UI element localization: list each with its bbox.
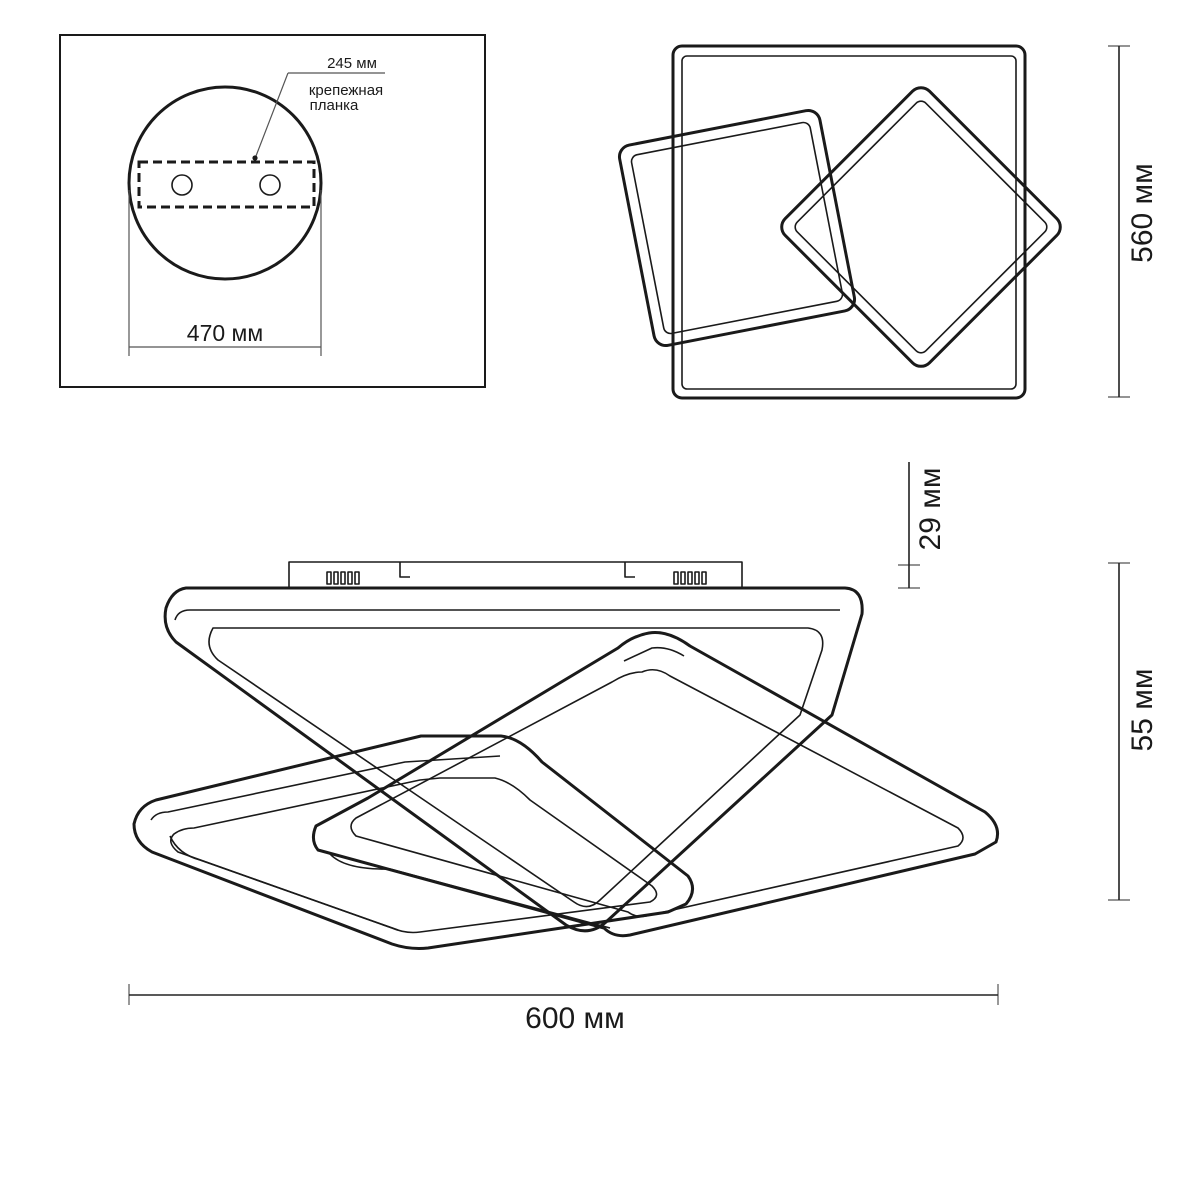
total-height-dimension [1108, 562, 1130, 901]
top-view-height-dimension [1108, 45, 1130, 398]
mounting-hole-right [259, 174, 281, 196]
base-plate-circle [127, 85, 323, 281]
body-height-dimension [898, 462, 920, 589]
total-width-dimension [128, 984, 999, 1005]
base-view-frame [59, 34, 486, 388]
terminal-left [326, 571, 360, 585]
mount-plate-label-line2: планка [310, 97, 359, 114]
base-diameter-dimension [128, 190, 322, 356]
perspective-view: 29 мм 55 мм 600 мм [128, 462, 1159, 1035]
base-view: 245 мм крепежная планка 470 мм [59, 34, 486, 388]
mount-plate-leader [252, 72, 385, 161]
top-view-height-label: 560 мм [1126, 163, 1159, 263]
mount-plate-label-line1: крепежная [309, 82, 383, 99]
total-height-label: 55 мм [1126, 669, 1159, 752]
top-view-left-ring [617, 108, 857, 348]
body-height-label: 29 мм [914, 468, 947, 551]
total-width-label: 600 мм [525, 1002, 625, 1035]
top-view-inner-square [681, 55, 1017, 390]
top-view-outer-square [671, 44, 1027, 400]
perspective-main-frame [163, 586, 864, 933]
terminal-right [673, 571, 707, 585]
perspective-left-ring [132, 734, 694, 950]
mounting-hole-left [171, 174, 193, 196]
mounting-bar-outline [137, 160, 316, 209]
mount-width-label: 245 мм [327, 55, 377, 72]
base-diameter-label: 470 мм [187, 320, 263, 346]
top-view-right-ring [780, 86, 1062, 368]
top-view: 560 мм [617, 44, 1159, 400]
perspective-mount-base [288, 561, 743, 589]
